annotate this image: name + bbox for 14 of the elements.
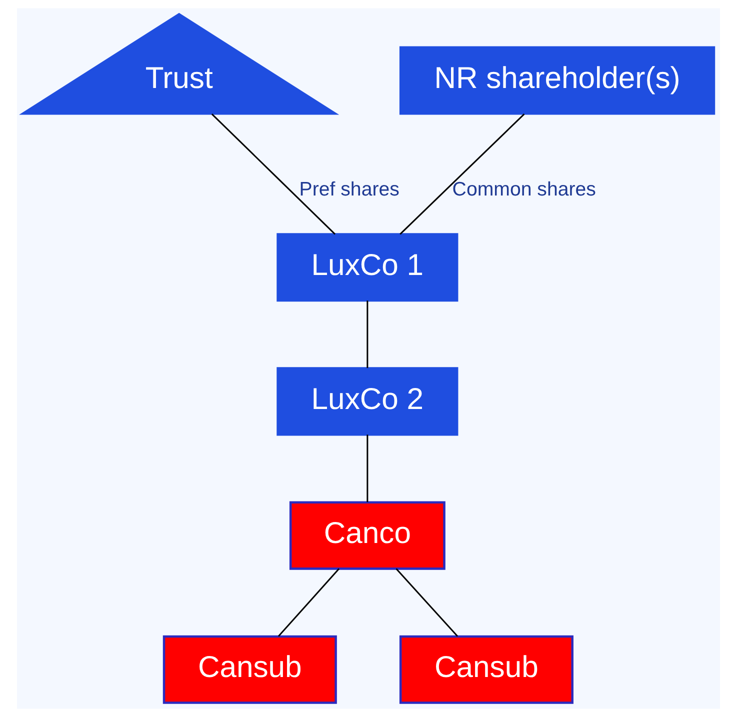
- connector: [399, 114, 524, 235]
- node-box: LuxCo 1: [276, 233, 458, 302]
- node-box: NR shareholder(s): [398, 46, 715, 115]
- node-box: Cansub: [162, 635, 336, 704]
- connector: [395, 568, 458, 637]
- connector: [366, 300, 368, 368]
- connector: [366, 434, 368, 502]
- node-box: Cansub: [398, 635, 573, 704]
- connector: [277, 568, 340, 637]
- edge-label: Pref shares: [298, 178, 399, 201]
- edge-label: Common shares: [452, 178, 596, 201]
- connector: [210, 114, 336, 235]
- node-box: Canco: [288, 501, 445, 570]
- node-box: LuxCo 2: [276, 367, 458, 436]
